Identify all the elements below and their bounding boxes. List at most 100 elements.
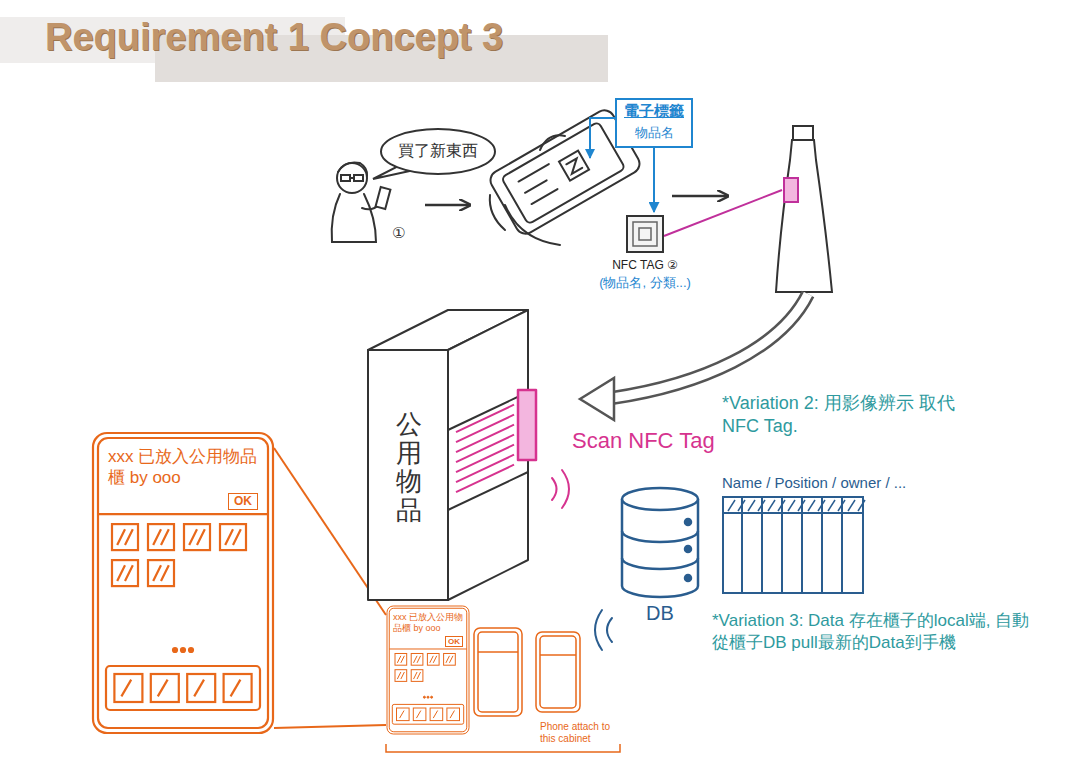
person-figure: [376, 187, 391, 209]
phone-in-hand: [490, 195, 505, 230]
cabinet-outline: [448, 392, 528, 430]
database-outline: [622, 488, 698, 510]
phone-in-hand: [501, 122, 625, 225]
data-table-outline: [761, 497, 763, 593]
nfc-tag: NFC TAG ②(物品名, 分類...): [580, 212, 710, 294]
product-tube: [793, 126, 813, 140]
cabinet-outline: [518, 390, 536, 460]
data-table-outline: [722, 474, 952, 597]
phone-sketch: [474, 628, 522, 716]
phone-screen-outline: [189, 529, 205, 545]
product-tube: [776, 140, 832, 292]
phone-screen-outline: [187, 674, 215, 702]
database-text: DB: [614, 602, 706, 625]
speech-bubble-text: 買了新東西: [398, 141, 478, 162]
phone-screen-outline: [414, 672, 421, 679]
phone-screen-outline: [413, 708, 426, 721]
phone-in-hand: [566, 158, 582, 174]
arrow-connector: [653, 148, 655, 212]
phone-screen-outline: [181, 648, 185, 652]
phone-screen-outline: [114, 674, 142, 702]
phone-in-hand: [540, 135, 565, 150]
person-figure: [332, 194, 376, 242]
bracket: [386, 744, 620, 752]
signal-waves: [595, 610, 612, 650]
phone-screen-outline: [411, 670, 423, 682]
phone-screen-outline: [93, 433, 273, 733]
phone-screen-outline: [450, 711, 454, 719]
data-table-outline: [748, 500, 755, 511]
phone-screen-text: OK: [228, 493, 258, 511]
speech-bubble-outline: [381, 129, 495, 174]
phone-screen-outline: [430, 708, 443, 721]
data-table-outline: [738, 500, 745, 511]
phone-screen: xxx 已放入公用物品櫃 by oooOK: [386, 605, 470, 735]
database-outline: [622, 558, 698, 569]
cabinet-outline: [368, 350, 448, 600]
phone-screen-outline: [395, 653, 407, 665]
data-table-outline: [741, 497, 743, 593]
curved-arrow: [612, 294, 808, 398]
phone-screen-outline: [184, 524, 210, 550]
person-figure: [338, 162, 367, 176]
phone-screen-outline: [98, 438, 268, 728]
phone-screen-outline: [444, 653, 456, 665]
phone-screen-outline: [158, 680, 168, 697]
phone-screen-outline: [389, 648, 467, 649]
phone-screen-outline: [151, 674, 179, 702]
callout-number: ①: [392, 224, 405, 242]
signal-waves: [607, 618, 612, 642]
data-table: Name / Position / owner / ...: [722, 474, 952, 597]
data-table-outline: [778, 500, 785, 511]
phone-screen-outline: [194, 680, 204, 697]
phone-screen-outline: [153, 565, 169, 581]
phone-screen-outline: [427, 653, 439, 665]
flow-arrow: [425, 204, 470, 207]
data-table-outline: [828, 500, 835, 511]
tag-box-text: 電子標籤: [624, 102, 684, 121]
data-table-outline: [838, 500, 845, 511]
cabinet-outline: [368, 300, 548, 605]
diagram-title: Requirement 1 Concept 3: [45, 16, 503, 59]
caption-note: Phone attach to this cabinet: [540, 721, 620, 745]
product-tube: [776, 126, 832, 292]
phone-screen-outline: [433, 711, 437, 719]
phone-screen-outline: [387, 606, 469, 734]
phone-screen-outline: [397, 656, 404, 663]
data-table-text: Name / Position / owner / ...: [722, 474, 952, 491]
database-outline: [622, 531, 698, 542]
phone-screen: xxx 已放入公用物品櫃 by oooOK: [92, 432, 274, 734]
phone-screen-outline: [387, 606, 469, 734]
phone-screen-outline: [446, 656, 453, 663]
database-outline: [622, 499, 698, 597]
database-outline: [622, 488, 698, 597]
data-table-outline: [848, 500, 855, 511]
curved-arrow: [612, 294, 808, 398]
phone-screen-outline: [414, 656, 421, 663]
data-table-outline: [798, 500, 805, 511]
phone-screen-outline: [431, 696, 433, 698]
signal-waves: [562, 470, 569, 508]
tag-attach-line: [664, 190, 782, 236]
phone-screen-outline: [225, 529, 241, 545]
person-figure: [354, 175, 363, 181]
phone-sketch: [540, 636, 576, 708]
phone-screen-outline: [148, 560, 174, 586]
title-band: [0, 17, 608, 82]
tag-box: 電子標籤物品名: [615, 98, 693, 148]
flow-arrow: [672, 195, 728, 198]
database-outline: [685, 575, 691, 581]
phone-sketch: [474, 628, 580, 716]
phone-in-hand: [559, 151, 589, 181]
phone-in-hand: [519, 164, 562, 204]
phone-screen-outline: [430, 656, 437, 663]
data-table-outline: [821, 497, 823, 593]
tag-box-outline: [616, 99, 692, 147]
nfc-tag-outline: [633, 222, 657, 246]
signal-waves: [552, 470, 569, 508]
phone-screen-outline: [112, 560, 138, 586]
data-table-outline: [858, 500, 865, 511]
phone-screen-outline: [416, 711, 420, 719]
